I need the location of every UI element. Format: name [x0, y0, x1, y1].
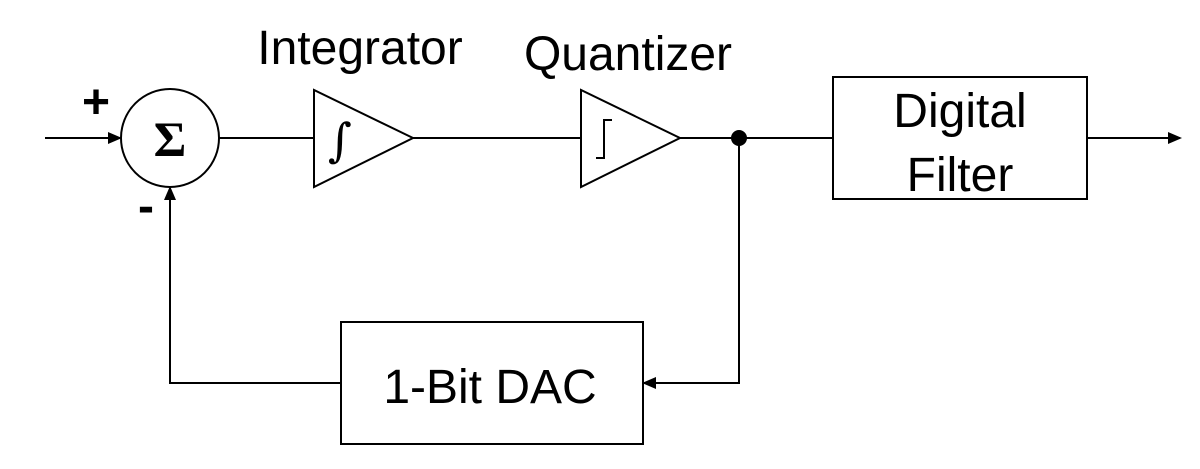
digital-filter-label-line1: Digital	[893, 85, 1026, 138]
minus-sign: -	[138, 180, 154, 233]
feedback-wire-to-summer	[164, 186, 341, 384]
step-icon	[596, 119, 612, 159]
integral-icon: ∫	[328, 113, 352, 167]
integrator-block	[313, 88, 416, 189]
dac-label: 1-Bit DAC	[383, 361, 596, 414]
feedback-wire-to-dac	[642, 138, 740, 389]
dac-block	[340, 321, 644, 445]
quantizer-block	[580, 88, 683, 189]
quantizer-label: Quantizer	[524, 28, 732, 81]
plus-sign: +	[82, 76, 110, 129]
digital-filter-label-line2: Filter	[907, 149, 1014, 202]
digital-filter-block	[832, 76, 1088, 200]
sigma-symbol: Σ	[154, 111, 187, 167]
integrator-label: Integrator	[257, 22, 462, 75]
